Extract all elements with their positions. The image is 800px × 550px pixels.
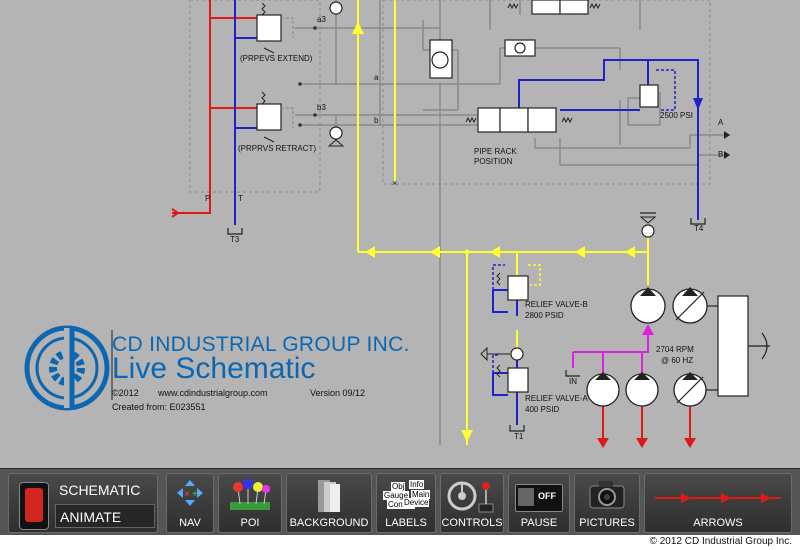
labels-icon-word: Control <box>387 500 415 509</box>
label-port-a: A <box>718 118 724 127</box>
footer-copyright-bar: © 2012 CD Industrial Group Inc. <box>0 535 800 550</box>
pictures-label: PICTURES <box>579 517 635 529</box>
camera-icon <box>589 481 625 509</box>
labels-label: LABELS <box>385 517 427 529</box>
poi-button[interactable]: POI <box>218 473 282 533</box>
label-t4: T4 <box>694 224 704 233</box>
brand-website[interactable]: www.cdindustrialgroup.com <box>158 388 268 398</box>
label-prprvs-retract: (PRPRVS RETRACT) <box>238 144 317 153</box>
hydraulic-schematic[interactable]: × (PRPEVS EXTEND) (PRPRVS RETRACT) a3 b3… <box>0 0 800 468</box>
label-t: T <box>238 194 243 203</box>
pause-button[interactable]: OFF PAUSE <box>508 473 570 533</box>
label-prpvs-extend: (PRPEVS EXTEND) <box>240 54 313 63</box>
label-pipe-rack: PIPE RACK <box>474 147 517 156</box>
label-t3: T3 <box>230 235 240 244</box>
company-logo <box>24 325 113 411</box>
poi-pins-icon <box>230 479 270 510</box>
controls-button[interactable]: CONTROLS <box>440 473 504 533</box>
arrows-button[interactable]: ARROWS <box>644 473 792 533</box>
label-2500-psi: 2500 PSI <box>660 111 693 120</box>
label-relief-valve-a-pressure: 400 PSID <box>525 405 560 414</box>
label-hz: @ 60 HZ <box>661 356 694 365</box>
controls-label: CONTROLS <box>441 517 503 529</box>
labels-icon-word: Main <box>411 490 431 499</box>
nav-button[interactable]: × + NAV <box>166 473 214 533</box>
pause-label: PAUSE <box>520 517 558 529</box>
brand-created-from: Created from: E023551 <box>112 402 206 412</box>
background-layers-icon <box>318 480 340 512</box>
mode-schematic-option[interactable]: SCHEMATIC <box>59 482 141 498</box>
bottom-toolbar: SCHEMATIC ANIMATE × + NAV POI BACKGROUND <box>0 468 800 536</box>
label-relief-valve-b: RELIEF VALVE-B <box>525 300 588 309</box>
pause-switch-icon: OFF <box>515 484 563 512</box>
pause-switch-knob <box>518 488 534 506</box>
brand-version: Version 09/12 <box>310 388 366 398</box>
label-b: b <box>374 116 379 125</box>
svg-text:×: × <box>392 178 397 188</box>
label-relief-valve-a: RELIEF VALVE-A <box>525 394 588 403</box>
labels-icon-word: Info <box>409 480 425 489</box>
pictures-button[interactable]: PICTURES <box>574 473 640 533</box>
labels-button[interactable]: Obj Info Gauge Main Control Device LABEL… <box>376 473 436 533</box>
nav-icon: × + <box>177 480 203 506</box>
nav-label: NAV <box>179 517 201 529</box>
label-rpm: 2704 RPM <box>656 345 694 354</box>
brand-company-name: CD INDUSTRIAL GROUP INC. <box>112 333 410 356</box>
label-p: P <box>205 194 211 203</box>
label-pipe-rack-position: POSITION <box>474 157 513 166</box>
labels-icon-word: Gauge <box>383 491 410 500</box>
brand-year: ©2012 <box>112 388 139 398</box>
flow-arrows-icon <box>655 493 781 503</box>
label-a3: a3 <box>317 15 326 24</box>
label-port-b: B <box>718 150 724 159</box>
mode-toggle-knob <box>25 488 43 522</box>
poi-label: POI <box>240 517 260 529</box>
pause-switch-text: OFF <box>538 491 556 501</box>
label-relief-valve-b-pressure: 2800 PSID <box>525 311 564 320</box>
svg-text:×: × <box>184 489 190 500</box>
label-t1: T1 <box>514 432 524 441</box>
label-b3: b3 <box>317 103 326 112</box>
brand-product-name: Live Schematic <box>112 352 316 385</box>
mode-toggle-switch[interactable] <box>19 482 49 530</box>
label-a: a <box>374 73 379 82</box>
labels-icon-word: Device <box>403 498 430 507</box>
label-in: IN <box>569 377 577 386</box>
schematic-drawing: × <box>24 0 770 448</box>
labels-tags-icon: Obj Info Gauge Main Control Device <box>381 480 431 516</box>
background-button[interactable]: BACKGROUND <box>286 473 372 533</box>
svg-text:+: + <box>192 489 198 500</box>
footer-copyright: © 2012 CD Industrial Group Inc. <box>649 536 792 547</box>
mode-animate-option[interactable]: ANIMATE <box>55 504 155 528</box>
background-label: BACKGROUND <box>289 517 369 529</box>
mode-panel: SCHEMATIC ANIMATE <box>8 473 158 533</box>
labels-icon-word: Obj <box>391 482 406 491</box>
controls-wheel-joystick-icon <box>447 481 494 513</box>
arrows-label: ARROWS <box>693 517 743 529</box>
